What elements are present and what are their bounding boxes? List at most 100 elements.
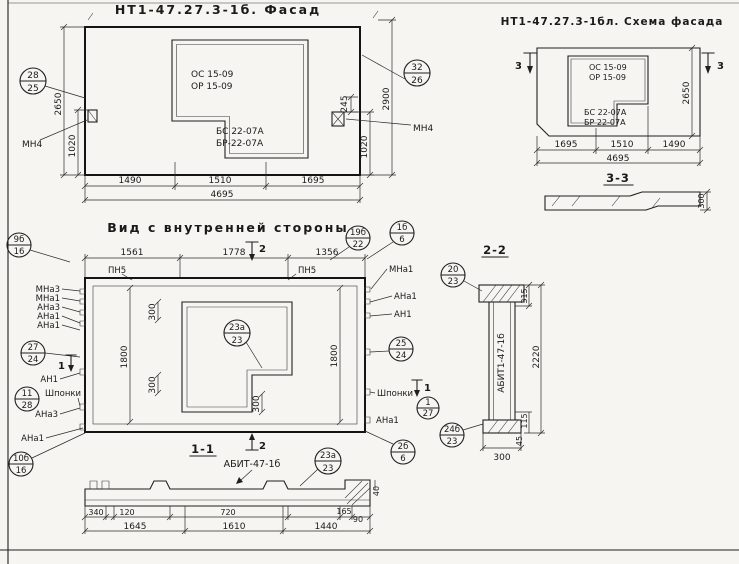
scheme-panel	[536, 47, 701, 137]
sec11-dim-1610: 1610	[223, 522, 246, 532]
inner-view: Вид с внутренней стороны 9б 16 1561 1778…	[6, 220, 440, 477]
arrow-down-icon	[705, 66, 711, 74]
callout-facade-left: 28 25	[19, 67, 86, 99]
inner-dims-interior: 1800 300 300 300 1800	[120, 284, 344, 426]
facade-view: НТ1-47.27.3-1б. Фасад ОС 15-09 ОР 15-09 …	[19, 2, 434, 204]
leader-mn4-right	[345, 118, 412, 126]
callout-pos: 23а	[229, 323, 245, 333]
label-ana3: АНа3	[37, 303, 60, 313]
dim-lines	[537, 149, 700, 164]
inner-panel-frame	[92, 285, 358, 425]
dim-ticks	[258, 390, 266, 416]
mark-label: 2	[259, 441, 266, 452]
leader-shponki-right	[369, 391, 376, 394]
leader-line	[369, 350, 390, 353]
label-ana1-right: АНа1	[394, 292, 417, 302]
dim-ticks	[126, 284, 134, 426]
callout-sec11: 23а 23	[299, 447, 342, 487]
section-3-mark-right: 3	[701, 52, 724, 74]
facade-dim-1020-right: 1020	[360, 135, 370, 158]
sec22-top-block	[478, 284, 525, 303]
scheme-dim-b3: 1490	[663, 140, 686, 150]
sec22-label: АБИТ1-47-1б	[497, 333, 507, 393]
callout-inner-br: 2б 6	[364, 430, 416, 465]
sec22-dim-115: 115	[520, 413, 529, 428]
leader-line	[366, 241, 394, 260]
inner-pn5-right: ПН5	[298, 266, 316, 276]
inner-opening	[181, 301, 293, 413]
callout-pos: 11	[22, 389, 33, 399]
sec11-profile	[84, 479, 371, 507]
callout-inner-tl: 9б 16	[6, 232, 71, 263]
sec11-dim-40: 40	[372, 486, 381, 496]
callout-sheet: 24	[28, 355, 39, 365]
leader-line	[329, 246, 350, 261]
callout-pos: 2б	[398, 442, 409, 452]
facade-dim-245: 245	[340, 95, 350, 112]
callout-pos: 25	[396, 339, 407, 349]
sec22-shaft-inner	[493, 302, 511, 420]
anchor-square	[331, 111, 345, 127]
section-3-3-title: 3-3	[606, 171, 630, 185]
sec11-dim-165: 165	[336, 507, 351, 516]
arrow-down-icon	[527, 66, 533, 74]
callout-pos: 1б	[397, 223, 408, 233]
inner-dim-300-b: 300	[148, 376, 158, 393]
inner-dim-300-c: 300	[252, 395, 262, 412]
dim-ticks	[81, 254, 369, 262]
inner-dim-1800-left: 1800	[120, 345, 130, 368]
scheme-view: НТ1-47.27.3-1бл. Схема фасада ОС 15-09 О…	[501, 16, 724, 214]
facade-dim-b1: 1490	[119, 176, 142, 186]
section-2-mark-top: 2	[245, 241, 266, 261]
dim-line	[74, 109, 88, 175]
label-mna1: МНа1	[36, 294, 60, 304]
inner-opening-inner	[186, 306, 288, 408]
leader-line	[44, 352, 81, 358]
ext-lines	[84, 254, 366, 278]
dim-ticks	[388, 16, 396, 179]
mark-label: 1	[424, 383, 431, 394]
facade-opening-label-1: ОС 15-09	[191, 70, 234, 80]
callout-sheet: 27	[423, 409, 434, 419]
dim-line	[360, 19, 396, 176]
leader-line	[29, 249, 71, 263]
sec11-dim-90: 90	[353, 515, 363, 524]
leader-shponki-left	[77, 397, 81, 407]
dim-ticks	[60, 23, 68, 179]
inner-left-labels: МНа3 МНа1 АНа3 АНа1 АНа1	[36, 285, 81, 331]
arrowhead-icon	[236, 477, 243, 484]
callout-inner-left: 27 24	[20, 340, 81, 366]
callout-inner-tr1: 19б 22	[329, 225, 371, 261]
callout-pos: 20	[448, 265, 459, 275]
arrow-down-icon	[68, 365, 74, 372]
scheme-dim-total: 4695	[607, 154, 630, 164]
section-3-3: 3-3 300	[544, 171, 711, 214]
inner-dims-top: 1561 1778 1356	[81, 248, 369, 278]
arrow-down-icon	[414, 390, 420, 397]
dim-ticks	[533, 146, 704, 167]
section-1-1: 1-1 АБИТ-47-1б 23а 23 40 340 120 720 16	[81, 442, 381, 535]
leader-an1-left	[59, 372, 81, 380]
sec22-bottom-hatch	[487, 419, 519, 434]
hatch-lines	[551, 195, 661, 209]
facade-block-label-1: БС 22-07А	[216, 127, 264, 137]
scheme-block-label-2: БР 22-07А	[584, 118, 626, 127]
dim-line-2220	[524, 285, 545, 434]
sec11-dim-120: 120	[119, 508, 134, 517]
facade-opening-label-2: ОР 15-09	[191, 82, 233, 92]
sec22-dims: 315 2220 115 45 300	[479, 281, 545, 463]
sec11-dim-340: 340	[88, 508, 103, 517]
leader-line	[31, 432, 86, 459]
facade-dims-bottom: 1490 1510 1695 4695	[81, 162, 364, 204]
callout-facade-right: 32 26	[361, 54, 431, 87]
facade-dim-total: 4695	[211, 190, 234, 200]
facade-anchor-left	[87, 109, 98, 123]
callout-sheet: 28	[22, 401, 33, 411]
anchor-hatch	[331, 111, 345, 127]
label-ana1-b: АНа1	[37, 321, 60, 331]
dim-line-115	[515, 411, 532, 433]
callout-sheet: 16	[16, 466, 27, 476]
anchor-lugs-right	[364, 286, 371, 424]
section-1-1-title: 1-1	[191, 442, 215, 456]
